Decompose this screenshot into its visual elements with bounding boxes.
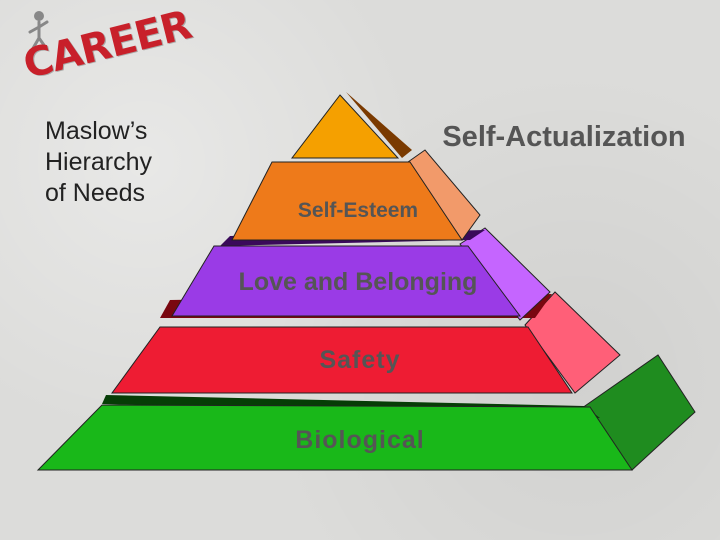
level-love-and-belonging: Love and Belonging bbox=[171, 227, 551, 321]
diagram-subtitle: Maslow’s Hierarchy of Needs bbox=[45, 116, 195, 209]
level-esteem-face bbox=[231, 161, 463, 241]
label-self-actualization: Self-Actualization bbox=[442, 121, 685, 153]
person-icon bbox=[28, 11, 49, 52]
career-logo: CAREER bbox=[12, 2, 196, 90]
label-safety: Safety bbox=[319, 346, 400, 374]
level-self-esteem: Self-Esteem bbox=[231, 149, 481, 241]
level-actualization-face bbox=[290, 94, 400, 159]
level-love-face bbox=[171, 245, 521, 317]
subtitle-line-3: of Needs bbox=[45, 179, 146, 207]
subtitle-line-2: Hierarchy bbox=[45, 148, 152, 176]
level-safety-face bbox=[111, 326, 573, 394]
label-biological: Biological bbox=[295, 426, 424, 454]
label-love-and-belonging: Love and Belonging bbox=[239, 268, 478, 296]
label-self-esteem: Self-Esteem bbox=[298, 199, 418, 222]
level-self-actualization: Self-Actualization bbox=[290, 92, 686, 159]
level-biological: Biological bbox=[36, 354, 696, 471]
subtitle-line-1: Maslow’s bbox=[45, 117, 148, 145]
level-actualization-edge bbox=[346, 92, 412, 158]
level-biological-face bbox=[36, 404, 633, 471]
